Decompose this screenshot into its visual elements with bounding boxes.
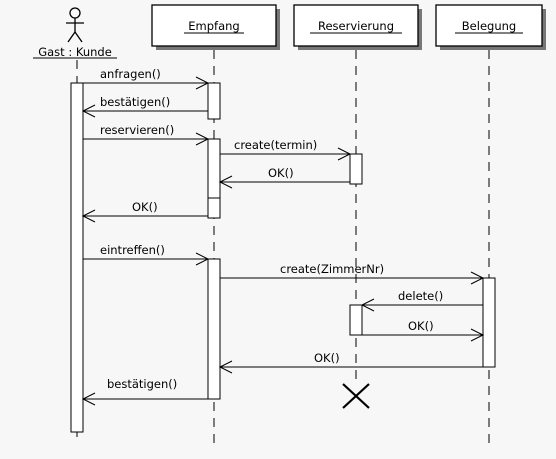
message-ok-2	[81, 209, 208, 223]
message-label-ok-4: OK()	[314, 351, 340, 365]
message-create-zimmernr	[220, 271, 485, 285]
object-label-belegung: Belegung	[462, 19, 516, 33]
object-label-empfang: Empfang	[188, 19, 239, 33]
message-label-bestaetigen-1: bestätigen()	[100, 95, 170, 109]
message-label-create-termin: create(termin)	[234, 138, 317, 152]
destroy-marker-icon	[342, 383, 370, 409]
message-label-delete: delete()	[398, 289, 443, 303]
message-eintreffen	[83, 252, 210, 266]
message-create-termin	[220, 147, 352, 161]
actor-label: Gast : Kunde	[38, 45, 112, 59]
message-anfragen	[83, 76, 210, 90]
message-label-reservieren: reservieren()	[100, 123, 174, 137]
message-label-eintreffen: eintreffen()	[100, 243, 165, 257]
message-label-create-zimmernr: create(ZimmerNr)	[280, 262, 384, 276]
activation-reservierung-2	[349, 304, 363, 336]
activation-gast	[70, 82, 84, 433]
message-ok-3	[362, 328, 485, 342]
message-label-anfragen: anfragen()	[100, 67, 161, 81]
object-reservierung: Reservierung	[293, 4, 422, 50]
activation-empfang-2	[207, 138, 221, 219]
message-label-ok-1: OK()	[268, 166, 294, 180]
message-ok-4	[218, 360, 495, 374]
message-label-ok-3: OK()	[408, 319, 434, 333]
activation-empfang-3	[207, 258, 221, 400]
object-belegung: Belegung	[435, 4, 546, 50]
message-label-ok-2: OK()	[132, 200, 158, 214]
message-delete	[360, 298, 483, 312]
activation-belegung	[482, 277, 496, 368]
actor-icon	[66, 7, 84, 43]
message-bestaetigen-2	[81, 392, 208, 406]
activation-empfang-1	[207, 82, 221, 120]
object-label-reservierung: Reservierung	[318, 19, 394, 33]
object-empfang: Empfang	[151, 4, 280, 50]
activation-reservierung-1	[349, 153, 363, 185]
message-ok-1	[218, 175, 350, 189]
message-bestaetigen-1	[81, 104, 208, 118]
message-reservieren	[83, 132, 210, 146]
message-label-bestaetigen-2: bestätigen()	[107, 377, 177, 391]
